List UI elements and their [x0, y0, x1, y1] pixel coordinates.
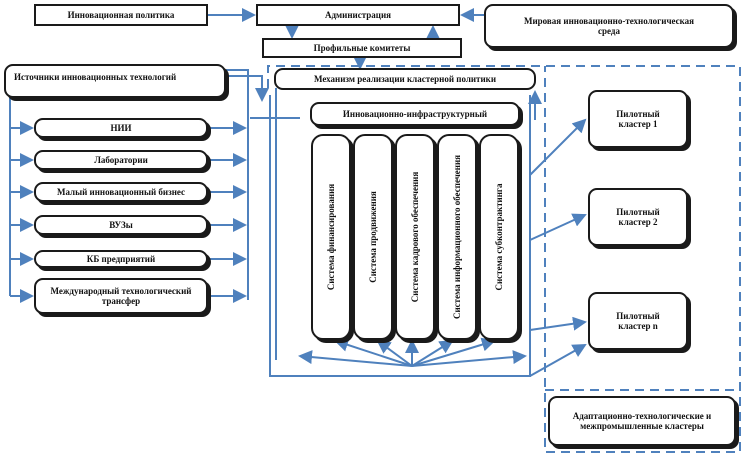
labs-box: Лаборатории: [34, 150, 208, 170]
committees-box: Профильные комитеты: [262, 38, 462, 58]
system-financing-label: Система финансирования: [325, 183, 336, 291]
universities-box: ВУЗы: [34, 215, 208, 235]
arrow-loop-bottom: [529, 344, 587, 377]
system-financing: Система финансирования: [311, 134, 351, 340]
sources-box: Источники инновационных технологий: [4, 64, 226, 98]
arrow-to-pilot2: [529, 213, 587, 241]
arrow-conv-sys5: [411, 337, 496, 367]
system-promotion-label: Система продвижения: [367, 191, 378, 283]
arrow-conv-sys1: [334, 338, 413, 367]
sources-to-mechanism: [226, 75, 269, 102]
admin-box: Администрация: [256, 4, 460, 26]
outer-loop: [269, 95, 531, 377]
nii-box: НИИ: [34, 118, 208, 138]
infrastructure-box: Инновационно-инфраструктурный: [310, 102, 520, 126]
system-information-label: Система информационного обеспечения: [451, 154, 462, 320]
system-staffing-label: Система кадрового обеспечения: [409, 171, 420, 303]
pilot-cluster-2: Пилотный кластер 2: [588, 188, 688, 246]
adaptive-clusters-box: Адаптационно-технологические и межпромыш…: [548, 396, 736, 446]
arrow-conv-sys4: [411, 339, 454, 367]
sources-bus-right: [226, 69, 249, 118]
system-information: Система информационного обеспечения: [437, 134, 477, 340]
policy-box: Инновационная политика: [34, 4, 208, 26]
pilot-cluster-n: Пилотный кластер n: [588, 292, 688, 350]
system-subcontracting: Система субконтрактинга: [479, 134, 519, 340]
system-subcontracting-label: Система субконтрактинга: [493, 183, 504, 291]
mechanism-box: Механизм реализации кластерной политики: [274, 68, 536, 90]
arrow-to-pilot1: [529, 118, 587, 176]
transfer-box: Международный технологический трансфер: [34, 278, 208, 314]
system-promotion: Система продвижения: [353, 134, 393, 340]
arrow-conv-sys2: [376, 339, 413, 367]
environment-box: Мировая инновационно-технологическая сре…: [484, 4, 734, 48]
small-business-box: Малый инновационный бизнес: [34, 182, 208, 202]
arrow-conv-left: [298, 350, 413, 367]
dashed-frame: [267, 65, 741, 453]
arrow-to-pilotn: [529, 316, 587, 331]
kb-box: КБ предприятий: [34, 250, 208, 268]
system-staffing: Система кадрового обеспечения: [395, 134, 435, 340]
pilot-cluster-1: Пилотный кластер 1: [588, 90, 688, 148]
arrow-conv-right: [411, 350, 527, 367]
